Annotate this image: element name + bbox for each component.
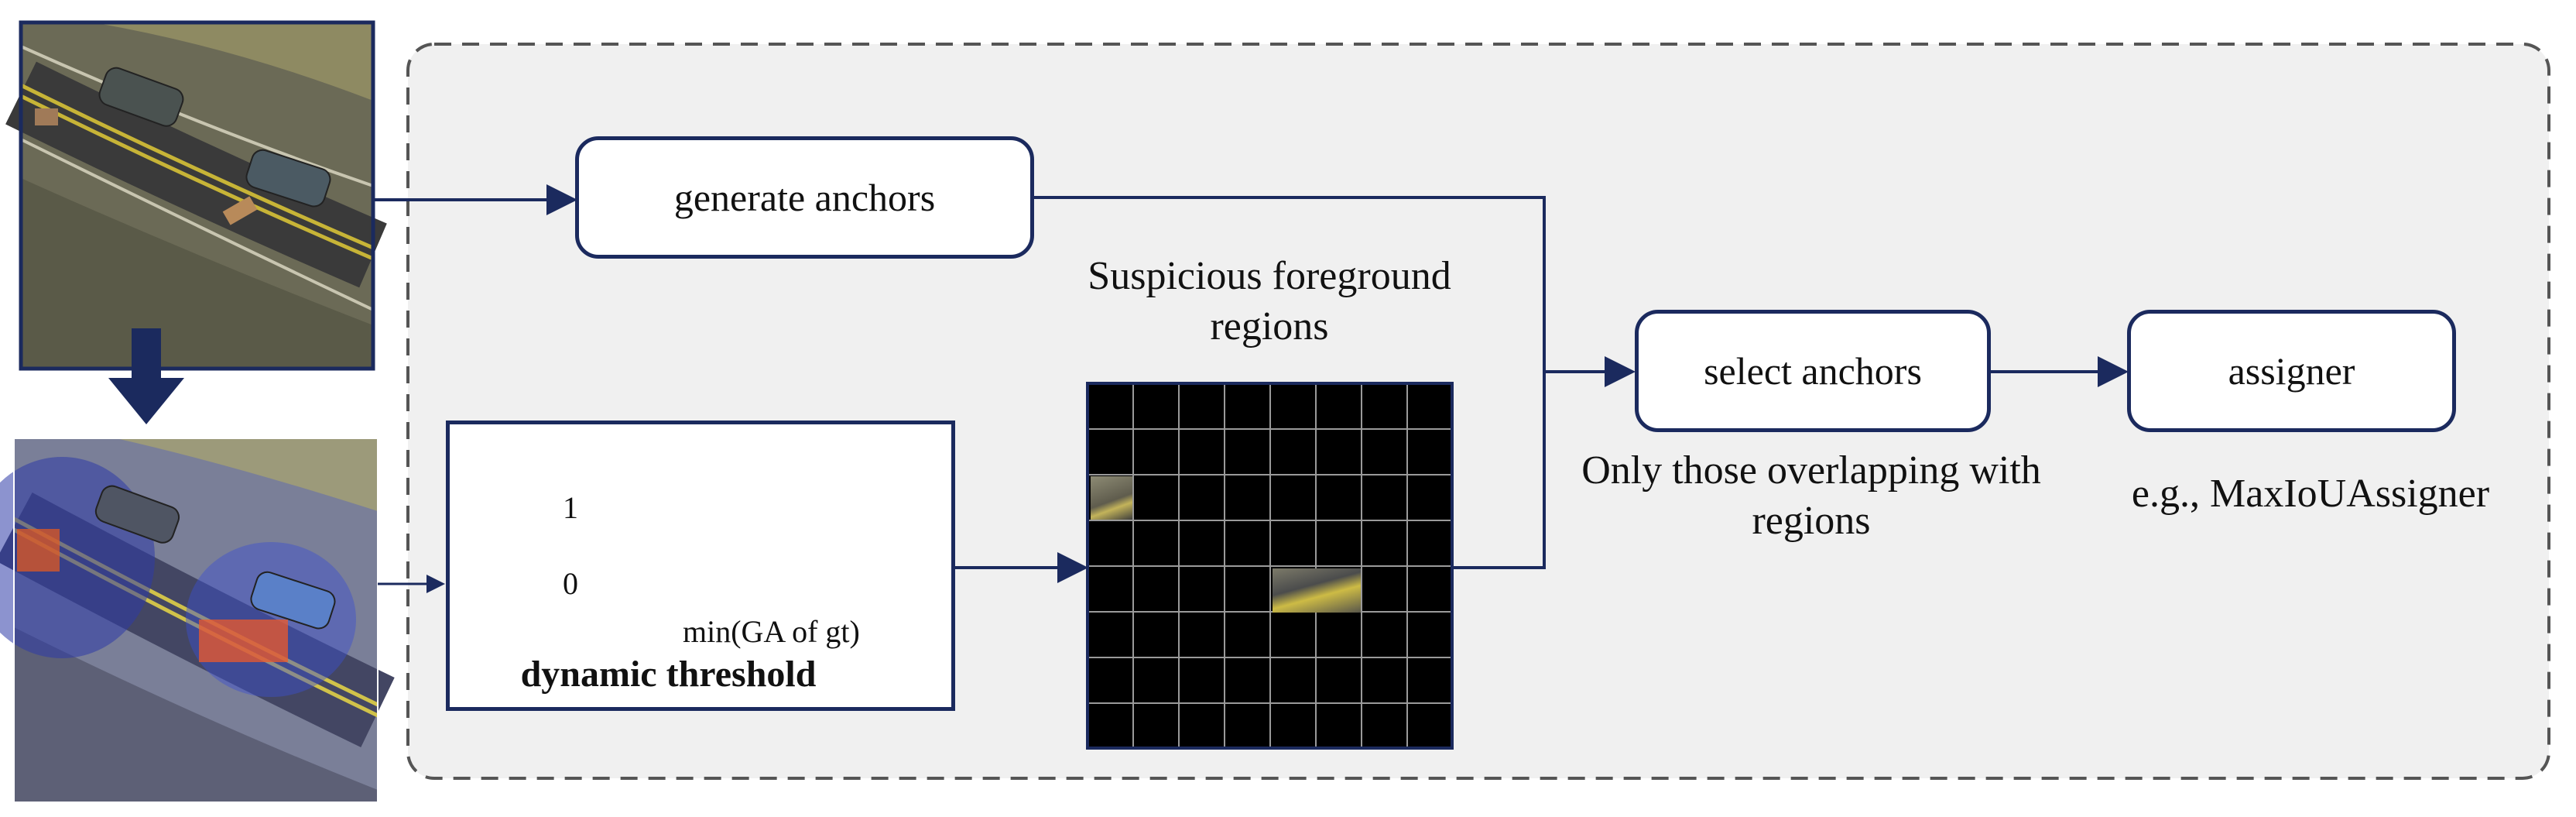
threshold-title: dynamic threshold <box>520 654 817 695</box>
foreground-region-patch <box>1091 476 1132 520</box>
assigner-label: assigner <box>2228 349 2355 393</box>
dynamic-threshold-panel <box>446 421 955 711</box>
foreground-region-patch <box>1273 568 1361 613</box>
assigner-node: assigner <box>2127 310 2456 432</box>
generate-anchors-node: generate anchors <box>575 136 1034 259</box>
assigner-note-caption: e.g., MaxIoUAssigner <box>2131 472 2490 516</box>
generate-anchors-label: generate anchors <box>673 176 936 219</box>
threshold-y-tick-1: 1 <box>563 490 578 525</box>
edge-generate-to-select <box>1034 196 1636 387</box>
threshold-x-label: min(GA of gt) <box>683 614 860 649</box>
edge-fgmap-to-select <box>1454 372 1546 569</box>
suspicious-regions-caption: Suspicious foreground regions <box>1088 254 1451 348</box>
threshold-y-tick-0: 0 <box>563 566 578 601</box>
select-anchors-node: select anchors <box>1635 310 1991 432</box>
input-aerial-image <box>5 20 387 371</box>
attention-heatmap-image <box>0 438 395 803</box>
down-arrow-icon <box>108 328 184 424</box>
select-anchors-label: select anchors <box>1704 349 1922 393</box>
foreground-region-map <box>1086 382 1454 750</box>
select-note-caption: Only those overlapping with regions <box>1581 448 2041 543</box>
